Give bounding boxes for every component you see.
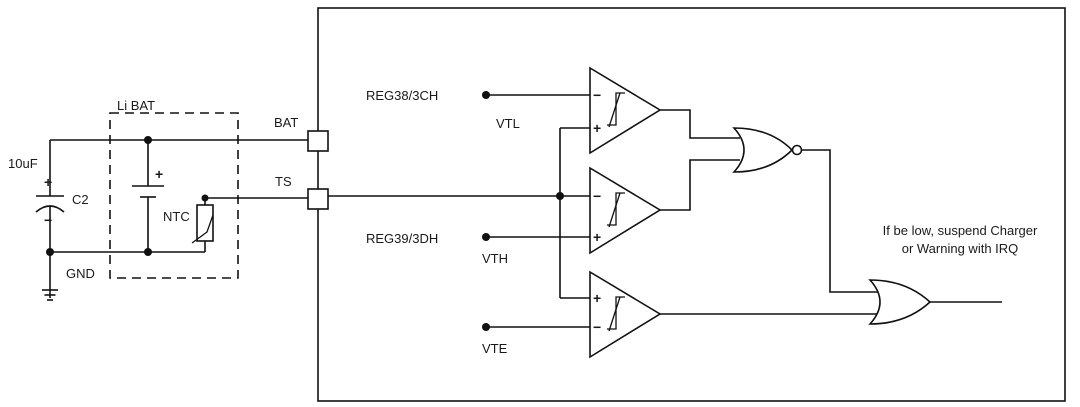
cap-value-label: 10uF [8, 156, 38, 171]
cap-plus-sign: + [44, 174, 52, 190]
comparator-vth [482, 166, 662, 255]
battery-plus-sign: + [155, 166, 163, 182]
nor-gate [732, 127, 803, 173]
reg39-label: REG39/3DH [366, 231, 438, 246]
junction-dot [201, 194, 209, 202]
junction-dot [46, 248, 54, 256]
comp1-plus-sign: + [593, 120, 601, 136]
cap-minus-sign: − [44, 212, 52, 228]
cap-name-label: C2 [72, 192, 89, 207]
bat-pin-label: BAT [274, 115, 298, 130]
note-line-2: or Warning with IRQ [902, 241, 1019, 256]
vtl-label: VTL [496, 116, 520, 131]
ts-pin [307, 188, 329, 210]
comp3-minus-sign: − [593, 319, 601, 335]
li-bat-label: Li BAT [117, 98, 155, 113]
bat-pin [307, 130, 329, 152]
comp1-output-wire [660, 109, 740, 139]
junction-dot [144, 248, 152, 256]
gnd-label: GND [66, 266, 95, 281]
junction-dot [144, 136, 152, 144]
comparator-vte [482, 270, 662, 359]
chip-boundary [317, 7, 1066, 402]
ntc-thermistor [191, 198, 214, 252]
comp2-output-wire [660, 159, 740, 211]
vth-label: VTH [482, 251, 508, 266]
li-bat-box [109, 112, 239, 279]
comp2-minus-sign: − [593, 188, 601, 204]
ground-icon [42, 289, 58, 301]
reg38-label: REG38/3CH [366, 88, 438, 103]
ts-pin-label: TS [275, 174, 292, 189]
comp1-minus-sign: − [593, 87, 601, 103]
vte-label: VTE [482, 341, 508, 356]
comparator-vtl [482, 66, 662, 155]
comp2-plus-sign: + [593, 229, 601, 245]
or-gate [868, 279, 932, 325]
battery-symbol [132, 140, 164, 252]
note-line-1: If be low, suspend Charger [883, 223, 1038, 238]
comp3-plus-sign: + [593, 290, 601, 306]
ntc-label: NTC [163, 209, 190, 224]
nor-output-wire [801, 149, 880, 293]
